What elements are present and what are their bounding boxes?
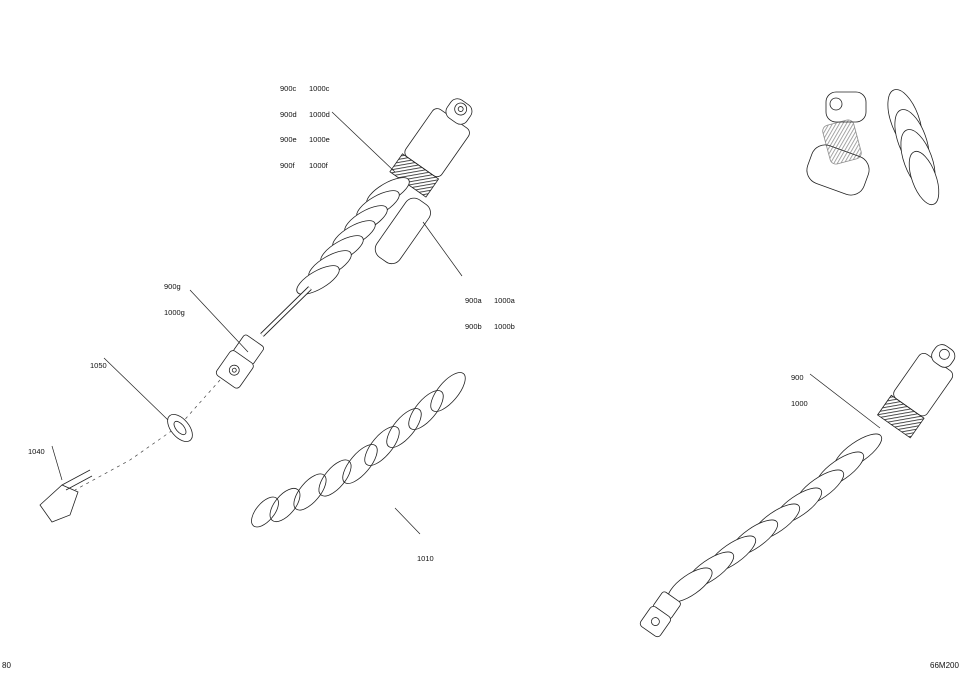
- callout-spring-col1: 900a 900b: [465, 280, 482, 340]
- loose-spring: [251, 372, 466, 528]
- callout-900g: 900g: [164, 282, 181, 291]
- page-number: 80: [2, 661, 11, 670]
- figure-code: 66M200: [930, 661, 959, 670]
- callout-900: 900: [791, 373, 804, 382]
- callout-1010: 1010: [417, 554, 434, 563]
- assembled-spring-coils: [667, 433, 883, 603]
- callout-1050: 1050: [90, 361, 107, 370]
- callout-900d: 900d: [280, 109, 297, 119]
- main-shock-absorber: [215, 98, 473, 389]
- callout-top-col2: 1000c 1000d 1000e 1000f: [309, 68, 330, 179]
- assembled-shock-absorber: [639, 344, 956, 638]
- callout-1000b: 1000b: [494, 321, 515, 331]
- washer: [167, 414, 193, 442]
- callout-1000d: 1000d: [309, 109, 330, 119]
- callout-top-col1: 900c 900d 900e 900f: [280, 68, 297, 179]
- assembly-axis: [74, 379, 221, 491]
- callout-assembled: 900 1000: [791, 357, 808, 417]
- callout-900e: 900e: [280, 135, 297, 144]
- callout-1000: 1000: [791, 398, 808, 408]
- callout-1040: 1040: [28, 447, 45, 456]
- callout-900c: 900c: [280, 84, 297, 93]
- callout-1000a: 1000a: [494, 296, 515, 305]
- callout-900b: 900b: [465, 321, 482, 331]
- callout-eyelet: 900g 1000g: [164, 266, 185, 326]
- bolt: [39, 469, 93, 523]
- callout-1000e: 1000e: [309, 135, 330, 144]
- leader-lines: [51, 111, 881, 535]
- callout-1000g: 1000g: [164, 307, 185, 317]
- callout-1000c: 1000c: [309, 84, 330, 93]
- main-spring-coils: [296, 177, 410, 295]
- top-detail-view: [806, 89, 940, 206]
- callout-spring-col2: 1000a 1000b: [494, 280, 515, 340]
- callout-900f: 900f: [280, 160, 295, 170]
- callout-1000f: 1000f: [309, 160, 328, 170]
- callout-900a: 900a: [465, 296, 482, 305]
